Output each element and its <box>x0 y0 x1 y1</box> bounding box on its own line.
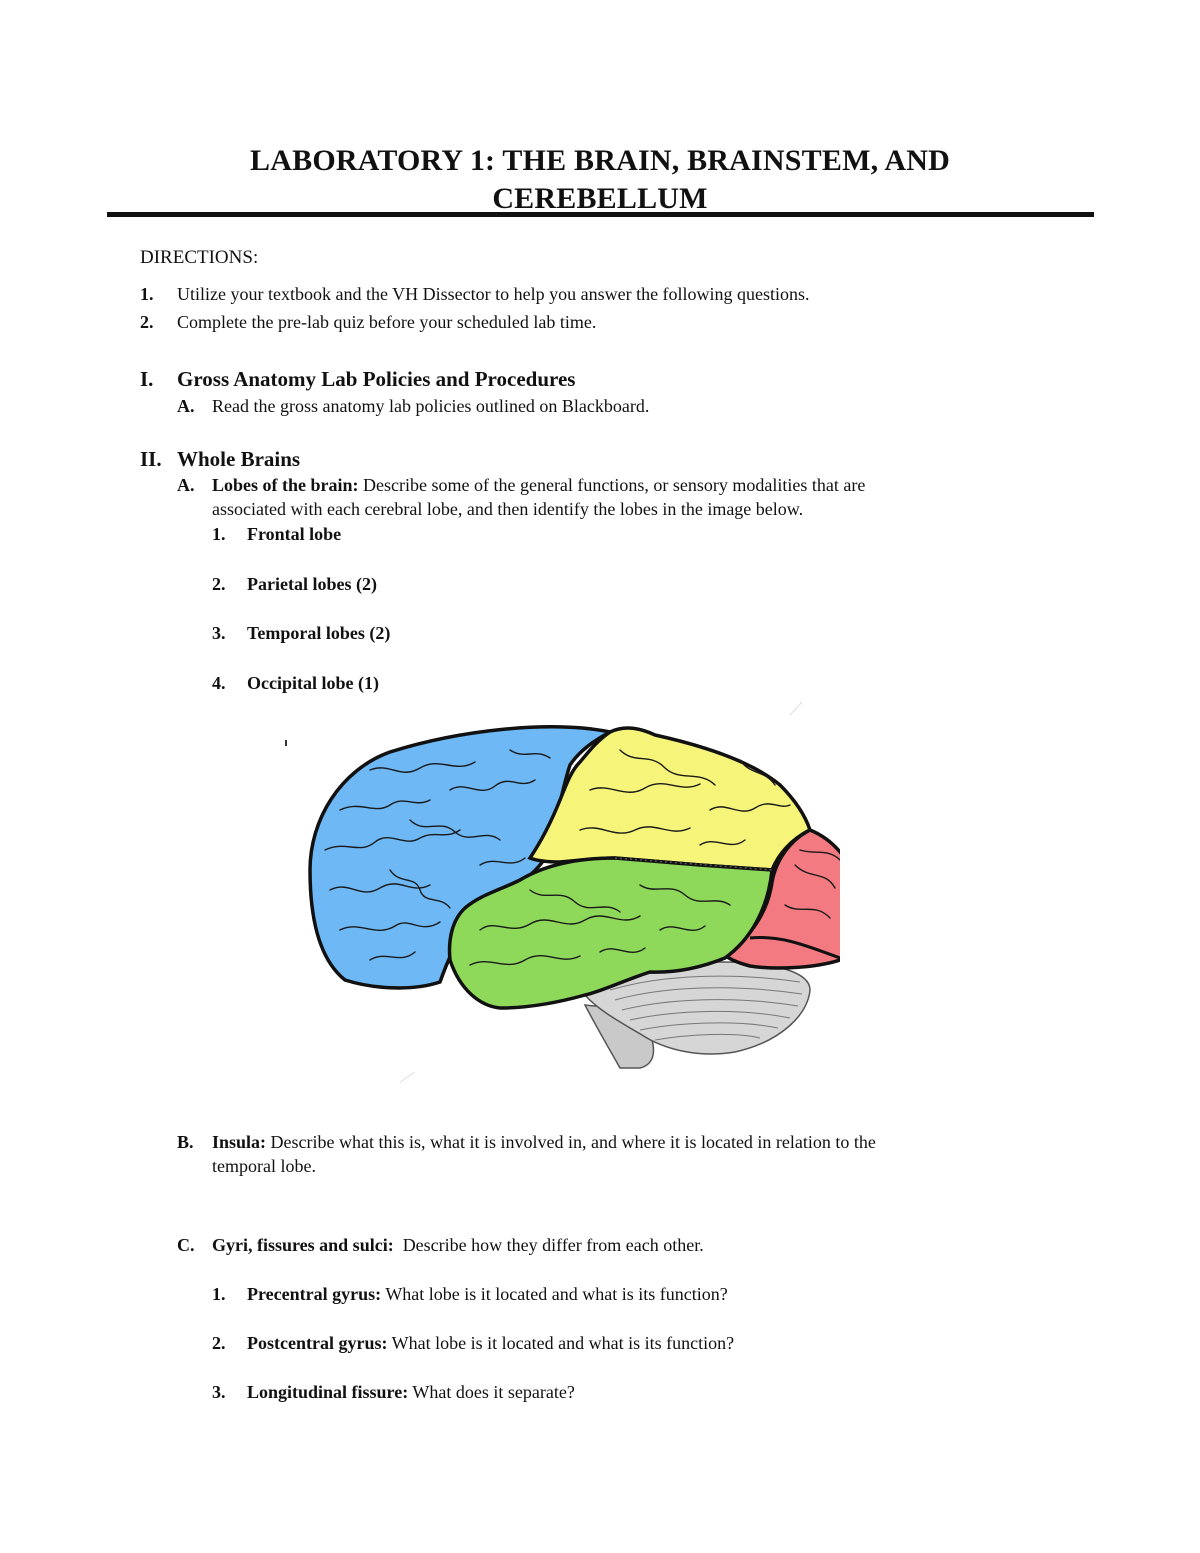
parietal-temporal-boundary <box>614 857 773 871</box>
directions-heading: DIRECTIONS: <box>140 247 259 268</box>
lobe-3-number: 3. <box>212 623 226 643</box>
title-line-2: CEREBELLUM <box>492 182 708 215</box>
direction-2-text: Complete the pre-lab quiz before your sc… <box>177 312 597 332</box>
insula-text-2: temporal lobe. <box>212 1156 316 1176</box>
section-1-number: I. <box>140 367 154 391</box>
direction-1-text: Utilize your textbook and the VH Dissect… <box>177 284 810 304</box>
lobe-4-label: Occipital lobe (1) <box>247 673 379 693</box>
postcentral-gyrus-label: Postcentral gyrus: <box>247 1333 388 1353</box>
section-2-a-number: A. <box>177 475 195 495</box>
gyri-item-3: Longitudinal fissure: What does it separ… <box>247 1380 575 1404</box>
direction-1-number: 1. <box>140 284 154 304</box>
lobes-text-2: associated with each cerebral lobe, and … <box>212 499 804 519</box>
stray-mark <box>399 1071 416 1083</box>
gyri-label: Gyri, fissures and sulci: <box>212 1235 394 1255</box>
section-2-number: II. <box>140 447 162 471</box>
insula-question-line-1: Insula: Describe what this is, what it i… <box>212 1130 876 1154</box>
title-divider <box>107 212 1094 217</box>
lobe-2-label: Parietal lobes (2) <box>247 574 377 594</box>
lobe-2-number: 2. <box>212 574 226 594</box>
section-2-heading: Whole Brains <box>177 447 301 471</box>
insula-label: Insula: <box>212 1132 267 1152</box>
temporal-lobe-region <box>447 856 774 1010</box>
precentral-gyrus-text: What lobe is it located and what is its … <box>385 1284 728 1304</box>
occipital-sulcus <box>749 935 840 960</box>
insula-text-1: Describe what this is, what it is involv… <box>270 1132 876 1152</box>
lobes-label: Lobes of the brain: <box>212 475 359 495</box>
gyri-item-3-number: 3. <box>212 1382 226 1402</box>
gyri-item-1-number: 1. <box>212 1284 226 1304</box>
precentral-gyrus-label: Precentral gyrus: <box>247 1284 382 1304</box>
gyri-text: Describe how they differ from each other… <box>402 1235 704 1255</box>
direction-2-number: 2. <box>140 312 154 332</box>
lobe-1-number: 1. <box>212 524 226 544</box>
gyri-item-2: Postcentral gyrus: What lobe is it locat… <box>247 1331 734 1355</box>
lobe-3-label: Temporal lobes (2) <box>247 623 391 643</box>
gyri-question: Gyri, fissures and sulci: Describe how t… <box>212 1233 704 1257</box>
section-1-a-text: Read the gross anatomy lab policies outl… <box>212 396 650 416</box>
lobe-1-label: Frontal lobe <box>247 524 342 544</box>
section-2-c-number: C. <box>177 1235 195 1255</box>
cerebellum-folia <box>609 975 803 1041</box>
section-1-heading: Gross Anatomy Lab Policies and Procedure… <box>177 367 576 391</box>
brain-lobes-diagram <box>285 701 840 1083</box>
longitudinal-fissure-text: What does it separate? <box>412 1382 575 1402</box>
gyri-item-2-number: 2. <box>212 1333 226 1353</box>
postcentral-gyrus-text: What lobe is it located and what is its … <box>391 1333 735 1353</box>
section-1-a-number: A. <box>177 396 195 416</box>
stray-mark <box>789 701 803 716</box>
gyri-item-1: Precentral gyrus: What lobe is it locate… <box>247 1282 728 1306</box>
longitudinal-fissure-label: Longitudinal fissure: <box>247 1382 409 1402</box>
lobes-question-line-1: Lobes of the brain: Describe some of the… <box>212 473 865 497</box>
title-line-1: LABORATORY 1: THE BRAIN, BRAINSTEM, AND <box>250 144 950 177</box>
section-2-b-number: B. <box>177 1132 194 1152</box>
gyri-lines <box>324 749 840 966</box>
lobes-text-1: Describe some of the general functions, … <box>363 475 866 495</box>
lobe-4-number: 4. <box>212 673 226 693</box>
